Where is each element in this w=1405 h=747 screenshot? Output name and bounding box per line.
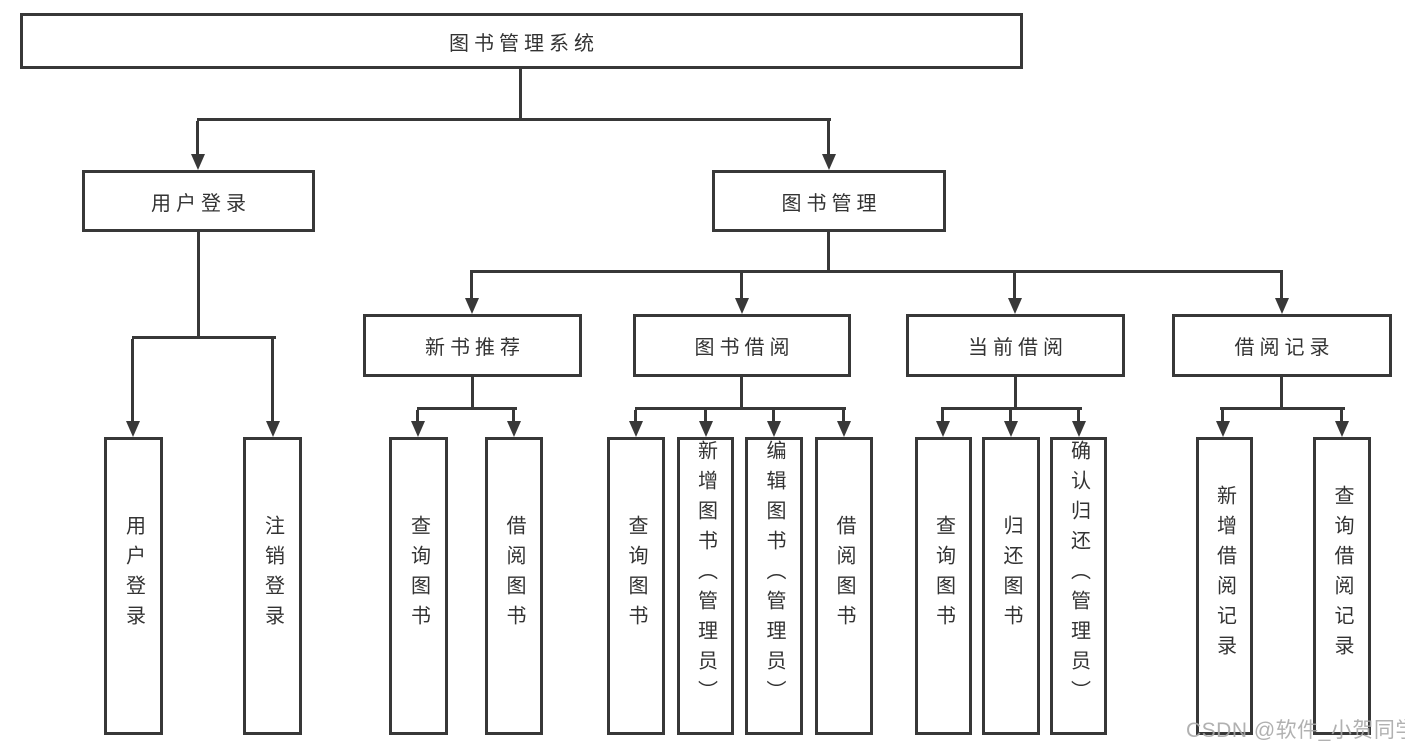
node-label: 查询图书 xyxy=(625,515,647,635)
connector-hline xyxy=(1220,407,1345,410)
leaf-logout: 注销登录 xyxy=(243,437,302,735)
leaf-query-books-current: 查询图书 xyxy=(915,437,972,735)
node-label: 新书推荐 xyxy=(425,337,525,359)
connector-vline xyxy=(827,230,830,273)
leaf-user-login: 用户登录 xyxy=(104,437,163,735)
connector-arrow-down xyxy=(1335,410,1349,437)
leaf-borrow-books: 借阅图书 xyxy=(815,437,873,735)
connector-arrow-down xyxy=(126,339,140,437)
node-label: 当前借阅 xyxy=(968,337,1068,359)
leaf-confirm-return-admin: 确认归还（管理员） xyxy=(1050,437,1107,735)
connector-arrow-down xyxy=(936,410,950,437)
node-label: 借阅记录 xyxy=(1234,337,1335,359)
connector-hline xyxy=(197,118,831,121)
node-label: 查询图书 xyxy=(932,515,955,635)
connector-arrow-down xyxy=(1072,410,1086,437)
connector-arrow-down xyxy=(266,339,280,437)
connector-arrow-down xyxy=(735,273,749,314)
connector-vline xyxy=(740,375,743,410)
node-label: 注销登录 xyxy=(261,515,284,635)
leaf-borrow-books-recommend: 借阅图书 xyxy=(485,437,543,735)
connector-arrow-down xyxy=(629,410,643,437)
connector-arrow-down xyxy=(837,410,851,437)
connector-arrow-down xyxy=(822,121,836,170)
node-label: 归还图书 xyxy=(1000,515,1022,635)
connector-arrow-down xyxy=(1216,410,1230,437)
connector-hline xyxy=(635,407,846,410)
node-label: 图书管理 xyxy=(781,192,882,215)
leaf-query-borrow-record: 查询借阅记录 xyxy=(1313,437,1371,735)
connector-arrow-down xyxy=(191,121,205,170)
node-label: 新增借阅记录 xyxy=(1213,485,1236,665)
connector-hline xyxy=(132,336,276,339)
connector-vline xyxy=(1280,375,1283,410)
node-library-system: 图书管理系统 xyxy=(20,13,1023,69)
connector-vline xyxy=(1014,375,1017,410)
connector-arrow-down xyxy=(699,410,713,437)
node-book-management: 图书管理 xyxy=(712,170,946,232)
node-new-book-recommend: 新书推荐 xyxy=(363,314,582,377)
node-borrow-records: 借阅记录 xyxy=(1172,314,1392,377)
node-label: 查询借阅记录 xyxy=(1331,485,1353,665)
leaf-query-books-borrow: 查询图书 xyxy=(607,437,665,735)
connector-vline xyxy=(471,375,474,410)
leaf-query-books-recommend: 查询图书 xyxy=(389,437,448,735)
node-label: 图书借阅 xyxy=(694,337,795,359)
connector-arrow-down xyxy=(1275,273,1289,314)
node-label: 新增图书（管理员） xyxy=(694,440,717,710)
watermark: CSDN @软件_小贺同学 xyxy=(1186,719,1405,742)
node-current-borrow: 当前借阅 xyxy=(906,314,1125,377)
connector-arrow-down xyxy=(1004,410,1018,437)
connector-arrow-down xyxy=(411,410,425,437)
node-label: 借阅图书 xyxy=(833,515,855,635)
node-label: 借阅图书 xyxy=(503,515,525,635)
node-label: 查询图书 xyxy=(407,515,430,635)
node-user-login: 用户登录 xyxy=(82,170,315,232)
leaf-return-books: 归还图书 xyxy=(982,437,1040,735)
connector-vline xyxy=(519,66,522,121)
leaf-edit-book-admin: 编辑图书（管理员） xyxy=(745,437,803,735)
connector-arrow-down xyxy=(1008,273,1022,314)
node-book-borrow: 图书借阅 xyxy=(633,314,851,377)
connector-vline xyxy=(197,230,200,339)
node-label: 图书管理系统 xyxy=(449,32,599,55)
node-label: 确认归还（管理员） xyxy=(1067,440,1090,710)
connector-arrow-down xyxy=(465,273,479,314)
connector-hline xyxy=(417,407,517,410)
node-label: 编辑图书（管理员） xyxy=(763,440,785,710)
leaf-add-book-admin: 新增图书（管理员） xyxy=(677,437,734,735)
node-label: 用户登录 xyxy=(122,515,145,635)
leaf-add-borrow-record: 新增借阅记录 xyxy=(1196,437,1253,735)
connector-arrow-down xyxy=(767,410,781,437)
connector-hline xyxy=(941,407,1082,410)
connector-hline xyxy=(470,270,1283,273)
node-label: 用户登录 xyxy=(151,192,251,215)
connector-arrow-down xyxy=(507,410,521,437)
